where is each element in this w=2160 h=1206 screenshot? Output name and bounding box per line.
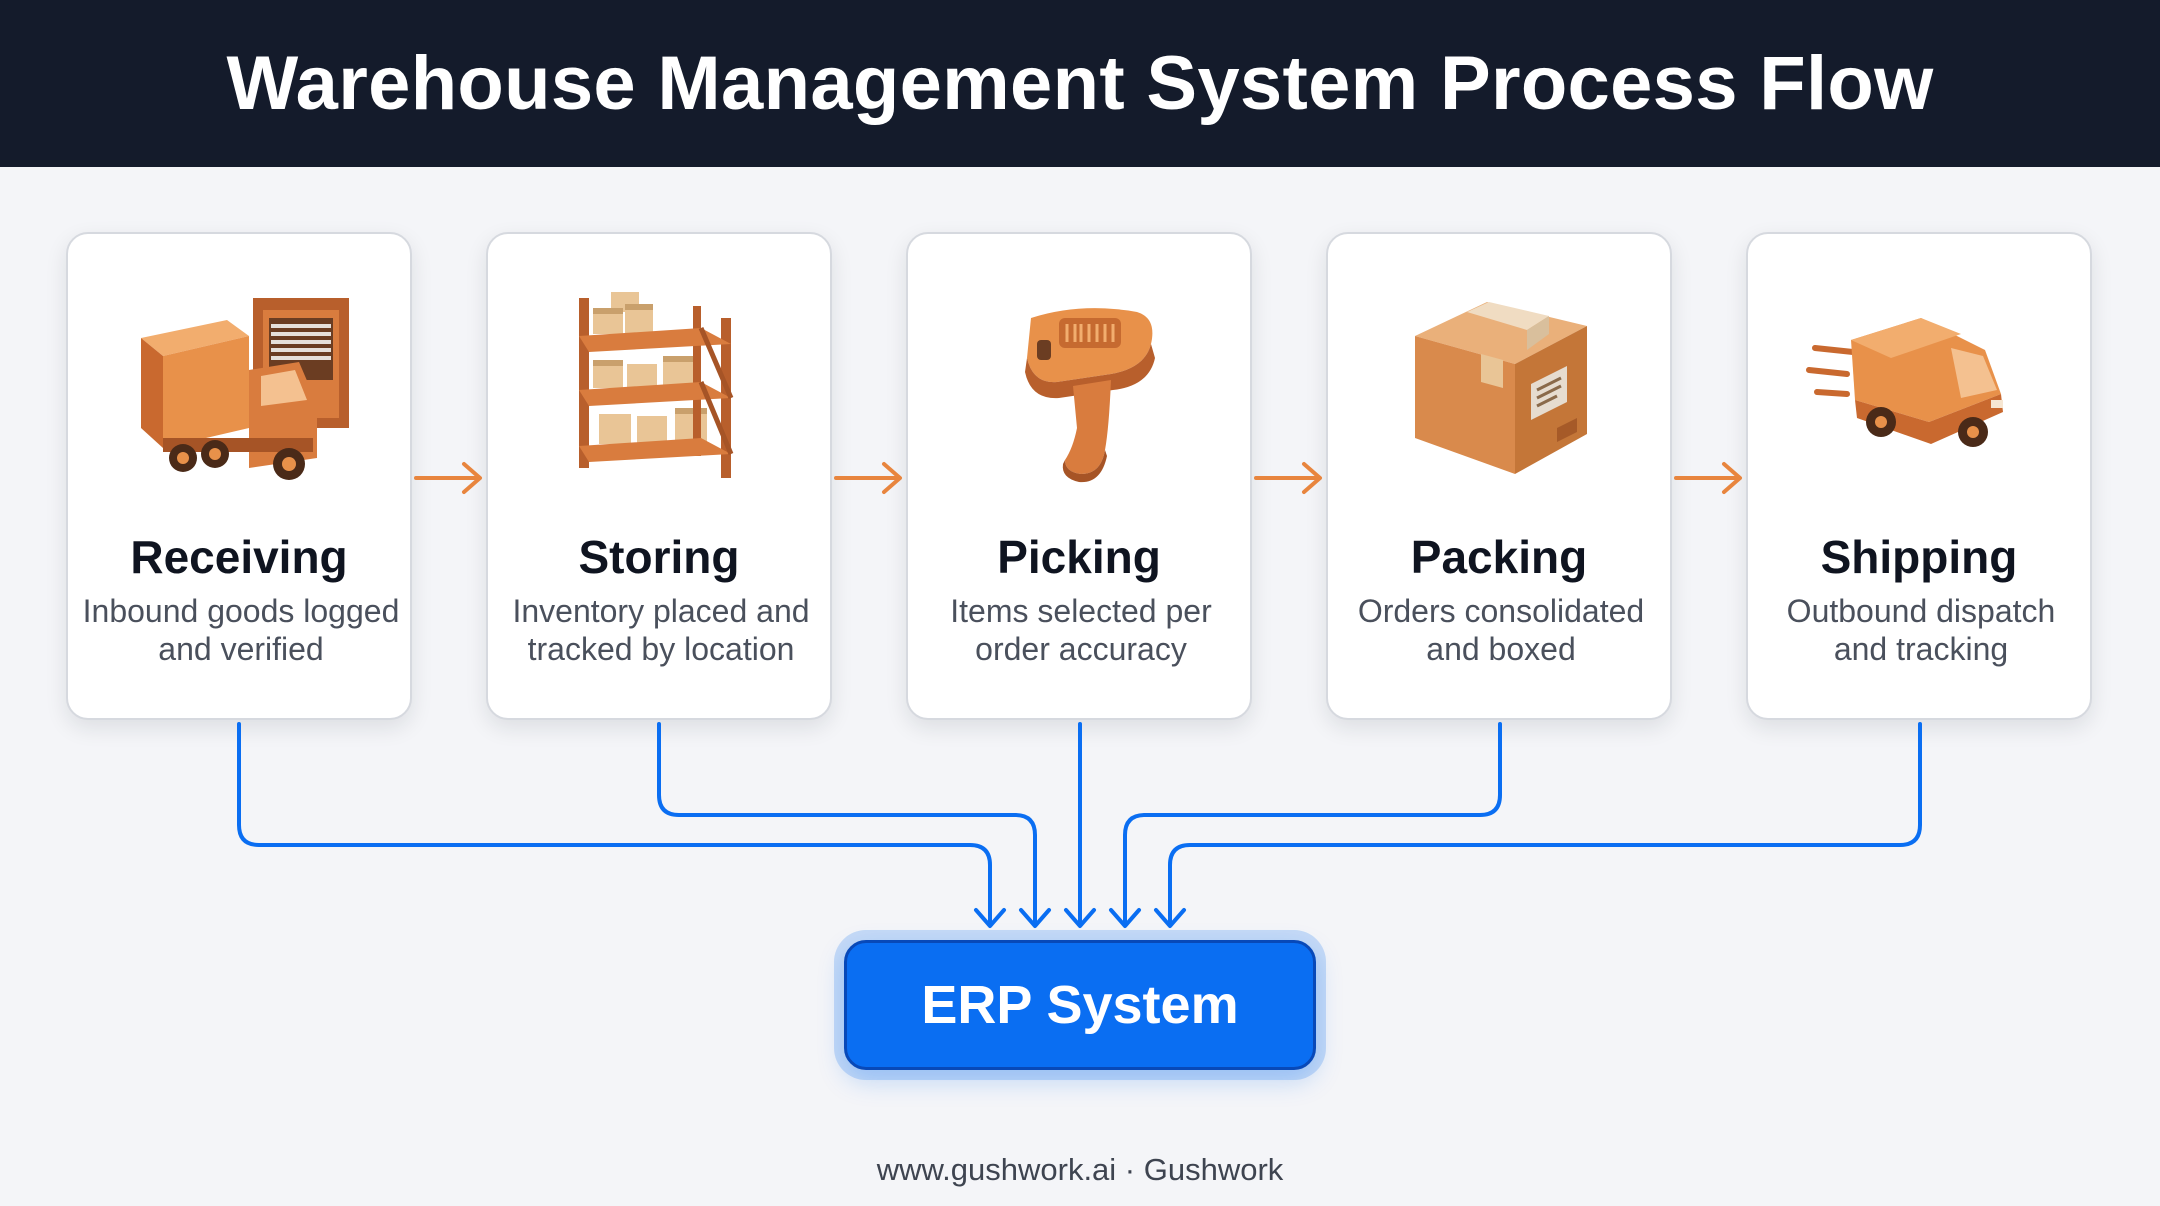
erp-label: ERP System <box>921 975 1239 1035</box>
step-card-storing: Storing Inventory placed and tracked by … <box>486 232 832 720</box>
flow-arrow-storing-picking <box>834 462 902 494</box>
connector-picking-erp <box>1064 722 1096 928</box>
step-title: Picking <box>997 531 1161 583</box>
storage-rack-icon <box>579 292 734 478</box>
flow-arrow-packing-shipping <box>1674 462 1742 494</box>
page-title: Warehouse Management System Process Flow <box>226 41 1934 126</box>
step-card-receiving: Receiving Inbound goods logged and verif… <box>66 232 412 720</box>
step-card-shipping: Shipping Outbound dispatch and tracking <box>1746 232 2092 720</box>
step-card-packing: Packing Orders consolidated and boxed <box>1326 232 1672 720</box>
cardboard-box-icon <box>1415 302 1587 474</box>
step-card-picking: Picking Items selected per order accurac… <box>906 232 1252 720</box>
barcode-scanner-icon <box>1025 308 1155 483</box>
step-title: Receiving <box>130 531 348 583</box>
step-title: Storing <box>578 531 740 583</box>
connector-storing-erp <box>657 722 1051 928</box>
step-description: Outbound dispatch and tracking <box>1786 593 2056 667</box>
truck-loading-dock-icon <box>141 298 349 480</box>
connector-shipping-erp <box>1154 722 1922 928</box>
flow-arrow-picking-packing <box>1254 462 1322 494</box>
header-banner: Warehouse Management System Process Flow <box>0 0 2160 167</box>
step-title: Shipping <box>1820 531 2018 583</box>
erp-system-hub: ERP System <box>844 940 1316 1070</box>
step-title: Packing <box>1410 531 1588 583</box>
connector-receiving-erp <box>237 722 1006 928</box>
flow-arrow-receiving-storing <box>414 462 482 494</box>
connector-packing-erp <box>1109 722 1502 928</box>
delivery-van-icon <box>1806 318 2003 447</box>
step-description: Items selected per order accuracy <box>950 593 1212 667</box>
step-description: Inbound goods logged and verified <box>82 593 400 667</box>
step-description: Orders consolidated and boxed <box>1357 593 1645 667</box>
footer-credit: www.gushwork.ai · Gushwork <box>876 1152 1284 1187</box>
step-description: Inventory placed and tracked by location <box>512 593 810 667</box>
